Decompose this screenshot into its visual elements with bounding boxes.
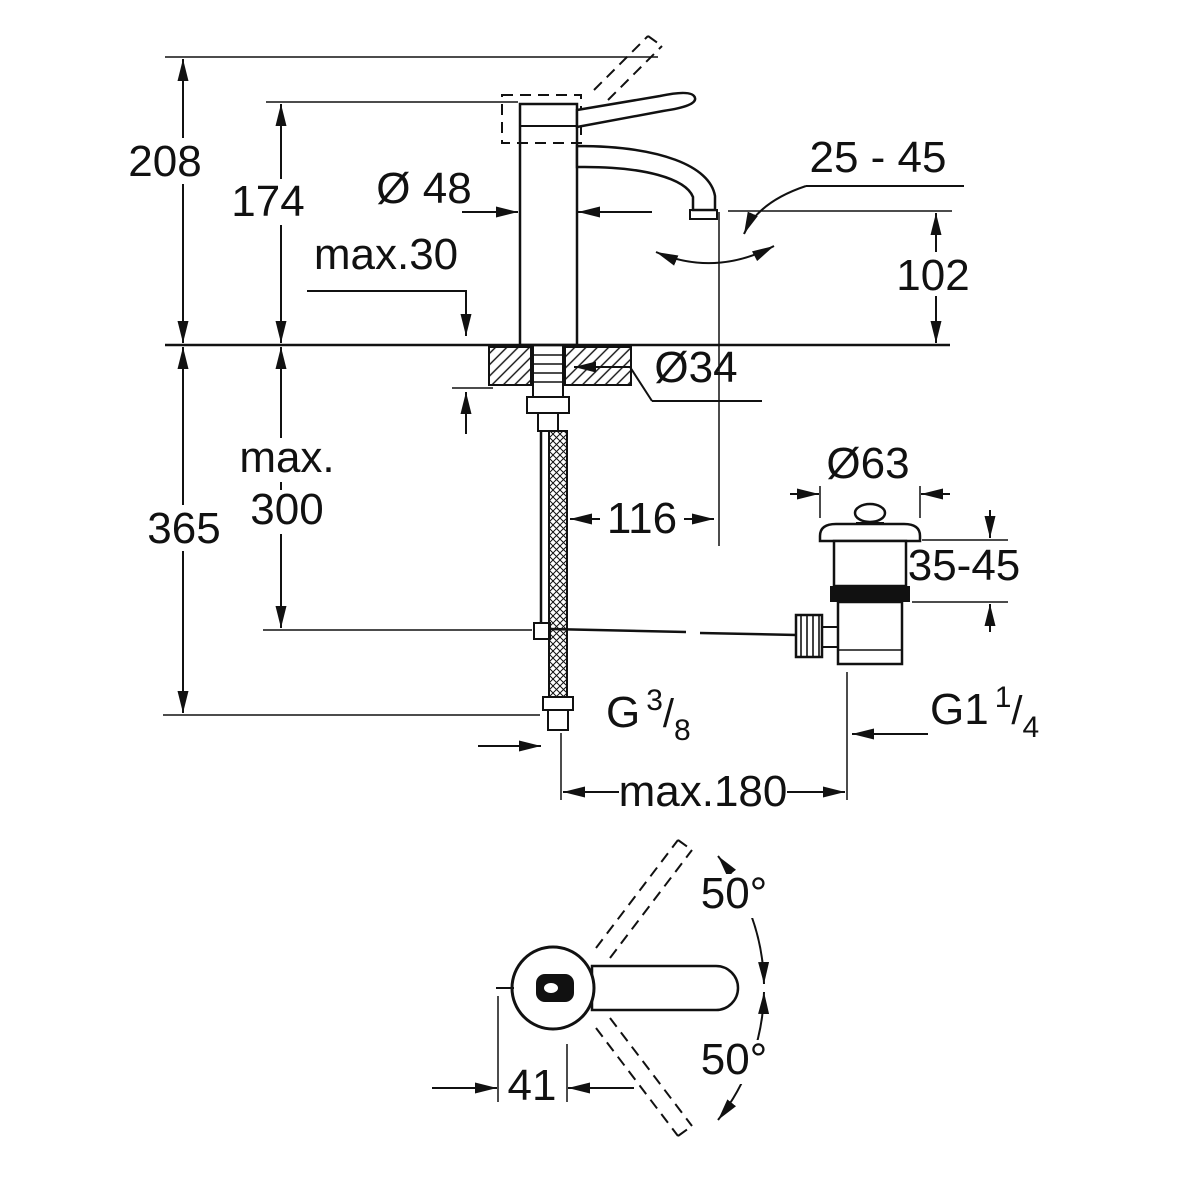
dim-hose-reach-label-value: 300 [250, 485, 323, 534]
dim-swivel-lower-label: 50° [701, 1035, 768, 1084]
label-mask [219, 179, 317, 225]
dim-total-height: 208 [117, 56, 658, 343]
dim-spout-pivot-range: 25 - 45 [743, 133, 964, 235]
dim-overall-depth: 365 [134, 347, 540, 716]
flexible-supply-hose [548, 430, 568, 698]
dim-deck-thickness: max.30 [307, 230, 472, 434]
dim-hose-reach: max. 300 [222, 347, 532, 631]
dim-hose-reach-label-max: max. [239, 433, 334, 482]
dim-body-diameter-label: Ø 48 [376, 164, 471, 213]
waste-thread-denominator: 4 [1023, 711, 1040, 744]
label-mask [134, 505, 234, 551]
lever-handle [575, 91, 697, 129]
dim-spout-reach: 116 [570, 212, 720, 546]
dim-hole-diameter-label: Ø34 [654, 343, 737, 392]
handle-swivel-up-dashed [595, 839, 693, 959]
label-mask [696, 874, 772, 918]
dim-swivel-upper-label: 50° [701, 869, 768, 918]
leader-arrow [743, 185, 807, 235]
cartridge-dashed-outline [501, 94, 582, 144]
handle-top-view [590, 964, 740, 1012]
pop-up-waste [794, 502, 922, 666]
waste-adjuster-link [821, 626, 839, 648]
horizontal-linkage-rod [549, 627, 798, 637]
hose-end-fitting [542, 696, 574, 711]
dim-spout-height-label: 102 [896, 251, 969, 300]
dim-body-height: 174 [219, 101, 518, 343]
dim-total-height-label: 208 [128, 137, 201, 186]
hose-connector [537, 412, 559, 432]
leader-arrow [574, 361, 653, 402]
label-mask [696, 1040, 772, 1084]
shank-threads [533, 354, 563, 383]
rod-ball-joint [533, 622, 551, 640]
dim-swivel-upper: 50° [696, 855, 772, 985]
waste-upper-body [832, 539, 908, 588]
dim-body-diameter: Ø 48 [376, 164, 652, 218]
label-mask [600, 497, 684, 541]
supply-thread-base: G [606, 688, 640, 737]
dim-waste-flange-label: Ø63 [826, 439, 909, 488]
supply-thread-numerator: 3 [646, 684, 663, 717]
label-mask [222, 438, 352, 482]
faucet-top-view: 50° 50° 41 [432, 839, 772, 1137]
deck-section-left [488, 346, 532, 386]
spout [575, 144, 717, 212]
waste-thread-numerator: 1 [995, 681, 1012, 714]
cartridge-slot [544, 983, 558, 993]
dim-overall-depth-label: 365 [147, 504, 220, 553]
waste-flange [818, 522, 922, 543]
dim-handle-offset: 41 [432, 996, 634, 1110]
label-mask [882, 252, 984, 296]
dim-deck-thickness-label: max.30 [314, 230, 458, 279]
swivel-arc-arrow [655, 245, 775, 266]
waste-knob [853, 502, 887, 524]
hose-end-nut [547, 709, 569, 731]
threaded-shank [532, 344, 564, 398]
handle-swivel-down-dashed [595, 1017, 693, 1137]
dim-rod-length: max.180 [563, 767, 845, 816]
dim-clamp-range-label: 35-45 [908, 541, 1021, 590]
spout-outlet [689, 209, 718, 220]
label-mask [117, 138, 213, 184]
dim-handle-offset-label: 41 [508, 1061, 557, 1110]
supply-thread-slash: / [663, 692, 675, 736]
dim-spout-reach-label: 116 [607, 494, 677, 543]
lever-raised-dashed [593, 35, 663, 101]
dim-spout-pivot-label: 25 - 45 [810, 133, 947, 182]
dim-clamp-range: 35-45 [908, 510, 1021, 632]
waste-adjuster-knob [794, 613, 824, 659]
mounting-nut [526, 396, 570, 414]
waste-seal [830, 586, 910, 602]
dim-rod-length-label: max.180 [619, 767, 788, 816]
label-mask [914, 544, 1014, 588]
dim-waste-flange: Ø63 [790, 439, 950, 518]
faucet-side-view [501, 35, 775, 347]
dim-hole-diameter: Ø34 [574, 343, 762, 402]
dim-spout-height: 102 [728, 210, 984, 343]
waste-lower-body [836, 600, 904, 666]
faucet-underbody [526, 344, 798, 731]
faucet-body [518, 102, 579, 347]
waste-thread-base: G1 [930, 685, 989, 734]
dim-swivel-lower: 50° [696, 991, 772, 1121]
dim-body-height-label: 174 [231, 177, 304, 226]
waste-thread-slash: / [1011, 689, 1023, 733]
supply-thread-denominator: 8 [674, 714, 691, 747]
label-mask [222, 490, 352, 534]
underline-and-down-arrow [307, 290, 472, 336]
